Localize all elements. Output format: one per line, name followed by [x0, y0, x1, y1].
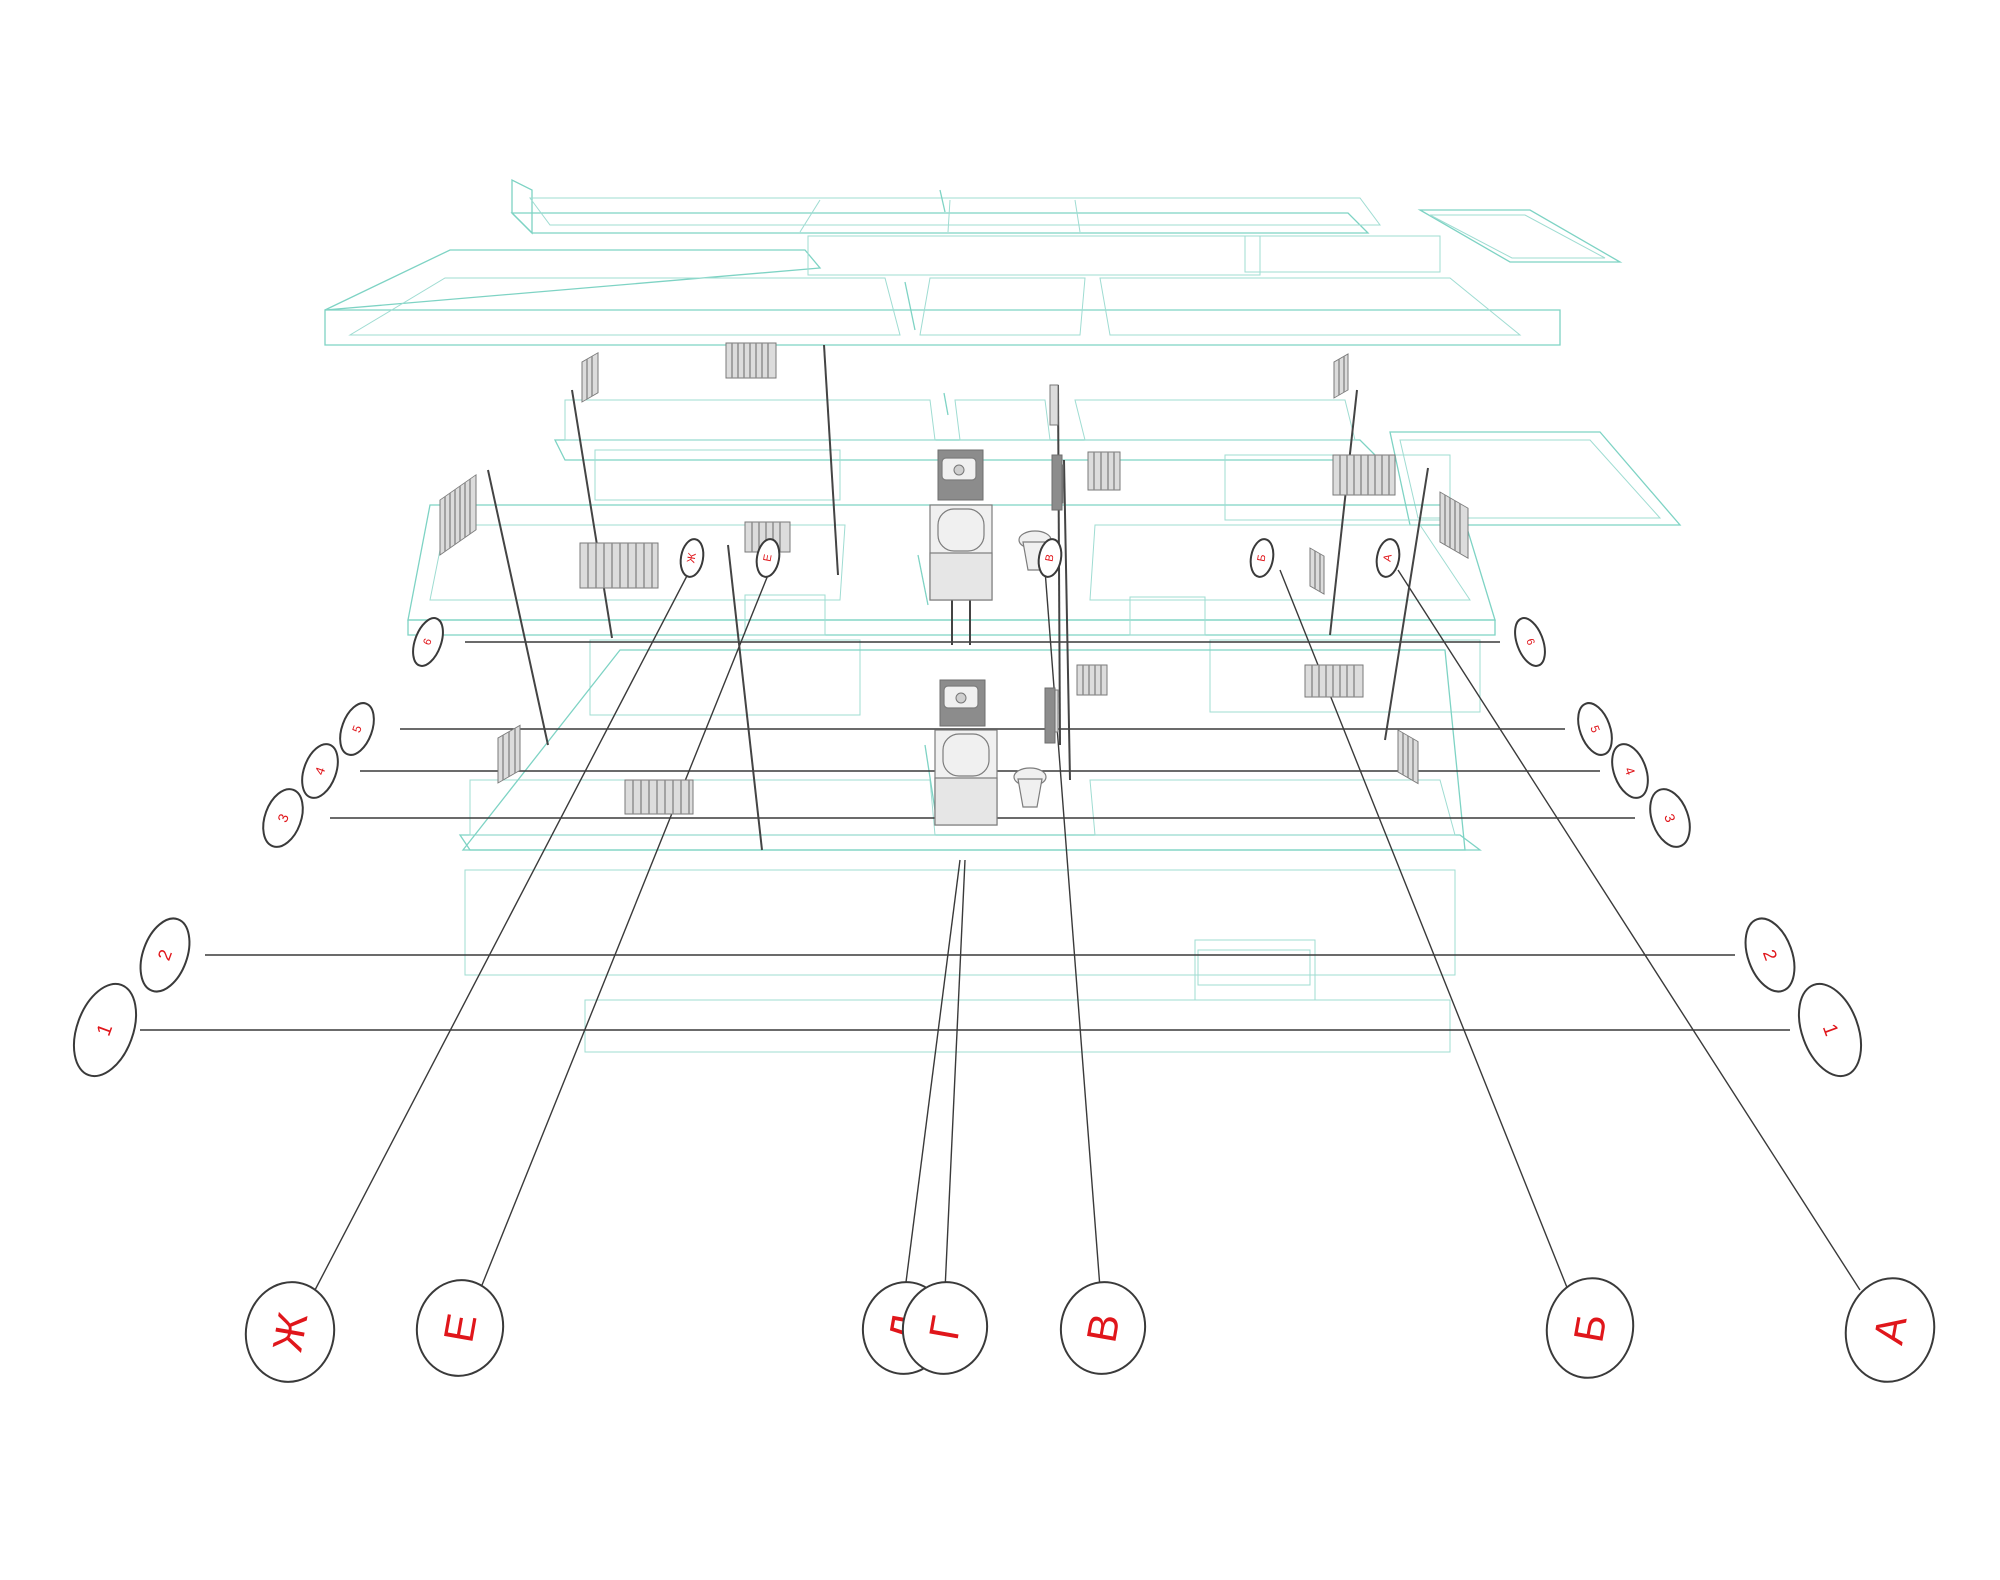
axis-bubble-number-left-3: 3: [262, 788, 304, 848]
grid-axis-3: [904, 859, 961, 1291]
axis-bubble-number-right-1: 1: [1797, 982, 1863, 1078]
washbasin-icon: [937, 449, 984, 501]
axis-bubble-number-right-5: 5: [1577, 702, 1613, 756]
axis-bubble-number-right-4-label: 4: [1622, 765, 1639, 777]
axis-bubble-letter-4: Г: [901, 1281, 989, 1375]
axis-bubble-small-letter-6: Б: [1249, 538, 1275, 578]
axis-bubble-number-left-6-label: 6: [421, 637, 434, 647]
axis-bubble-letter-1-label: Ж: [263, 1309, 316, 1356]
axis-bubble-letter-1: Ж: [244, 1281, 336, 1383]
grid-axis-1: [314, 569, 691, 1291]
radiator-icon: [1333, 353, 1349, 399]
radiator-icon: [1049, 384, 1059, 426]
pipe-block: [1051, 454, 1063, 511]
radiator-icon: [497, 724, 521, 784]
axis-bubble-number-right-2: 2: [1744, 917, 1796, 993]
axis-bubble-letter-7: А: [1844, 1277, 1936, 1383]
axis-bubble-number-left-5: 5: [339, 702, 375, 756]
radiator-icon: [725, 342, 777, 379]
axis-bubble-number-right-4: 4: [1611, 743, 1649, 799]
axis-bubble-letter-2: Е: [415, 1279, 505, 1377]
axis-bubble-small-letter-5-label: В: [1043, 553, 1056, 562]
bathtub-icon: [929, 504, 993, 601]
axis-bubble-number-right-3: 3: [1649, 788, 1691, 848]
floor-slab-top: [324, 178, 1623, 346]
axis-bubble-number-right-5-label: 5: [1587, 723, 1603, 734]
radiator-icon: [581, 351, 599, 403]
axis-bubble-number-left-5-label: 5: [349, 723, 365, 734]
axis-bubble-number-right-6-label: 6: [1523, 637, 1536, 647]
axis-bubble-small-letter-2: Е: [755, 538, 781, 578]
radiator-icon: [1087, 451, 1121, 491]
axis-bubble-letter-5: В: [1059, 1281, 1147, 1375]
bathtub-icon: [934, 729, 998, 826]
radiator-icon: [1332, 454, 1396, 496]
axis-bubble-number-left-2: 2: [139, 917, 191, 993]
grid-axes: [140, 569, 1861, 1291]
axis-bubble-small-letter-1-label: Ж: [685, 552, 699, 564]
pipe-block: [1044, 687, 1056, 744]
axis-bubble-number-left-4: 4: [301, 743, 339, 799]
axis-bubble-number-left-6: 6: [412, 617, 444, 667]
axis-bubble-small-letter-1: Ж: [679, 538, 705, 578]
floor-wireframes: [324, 178, 1682, 1053]
radiator-icon: [579, 542, 659, 589]
grid-axis-7: [1397, 569, 1861, 1291]
radiator-icon: [1439, 491, 1469, 559]
axis-bubble-small-letter-2-label: Е: [761, 553, 774, 562]
axis-bubble-small-letter-5: В: [1037, 538, 1063, 578]
axis-bubble-small-letter-7: А: [1375, 538, 1401, 578]
axis-bubble-number-left-1: 1: [72, 982, 138, 1078]
heating-risers: [487, 344, 1429, 851]
toilet-icon: [1013, 767, 1047, 808]
axis-bubble-number-right-6: 6: [1514, 617, 1546, 667]
axis-bubble-letter-6: Б: [1545, 1277, 1635, 1379]
radiator-icon: [624, 779, 694, 815]
sanitary-fixtures: [929, 449, 1063, 826]
radiator-icon: [1076, 664, 1108, 696]
radiator-icon: [439, 473, 477, 556]
grid-axis-4: [944, 859, 966, 1291]
axis-bubble-small-letter-7-label: А: [1381, 553, 1394, 563]
axis-bubbles: ЖЕДГВБАЖЕВБА112233445566: [72, 538, 1936, 1383]
radiator-icon: [1309, 547, 1325, 595]
axis-bubble-number-left-4-label: 4: [312, 765, 329, 777]
axis-bubble-small-letter-6-label: Б: [1255, 553, 1268, 562]
floor-slab-bottom: [458, 649, 1482, 1053]
washbasin-icon: [939, 679, 986, 727]
radiator-icon: [1397, 729, 1419, 785]
grid-axis-2: [479, 569, 771, 1291]
radiator-icon: [1304, 664, 1364, 698]
